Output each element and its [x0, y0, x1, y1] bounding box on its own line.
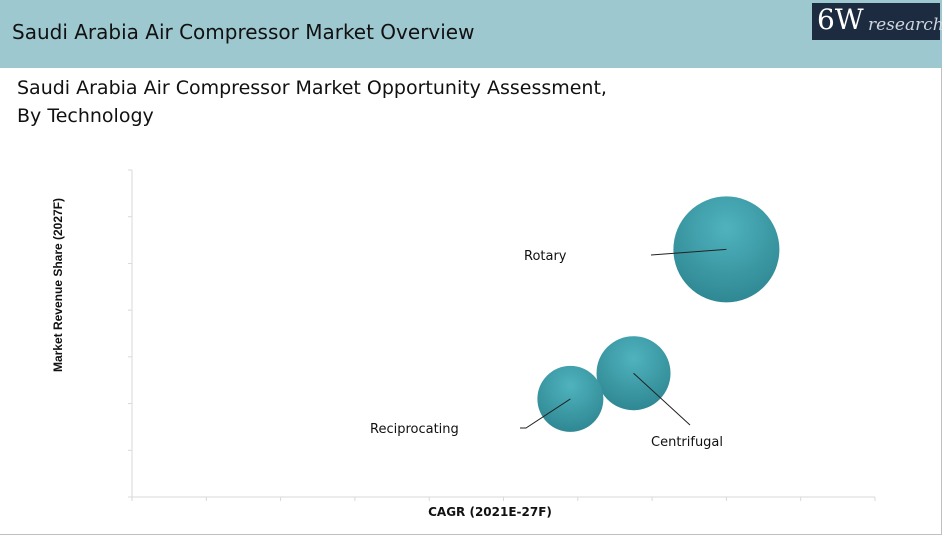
bubble-label-reciprocating: Reciprocating	[370, 422, 459, 437]
leader-line	[633, 372, 691, 426]
leader-line	[520, 398, 571, 429]
leader-line	[650, 248, 727, 256]
bubble-label-centrifugal: Centrifugal	[651, 435, 724, 450]
chart-title: Saudi Arabia Air Compressor Market Oppor…	[17, 74, 607, 130]
header-bar: Saudi Arabia Air Compressor Market Overv…	[0, 0, 942, 68]
x-axis-label: CAGR (2021E-27F)	[428, 505, 552, 519]
page-title: Saudi Arabia Air Compressor Market Overv…	[12, 20, 475, 44]
chart-title-line1: Saudi Arabia Air Compressor Market Oppor…	[17, 77, 607, 99]
bubble-label-rotary: Rotary	[524, 249, 567, 264]
y-axis-label: Market Revenue Share (2027F)	[51, 197, 65, 373]
chart-title-line2: By Technology	[17, 105, 154, 127]
